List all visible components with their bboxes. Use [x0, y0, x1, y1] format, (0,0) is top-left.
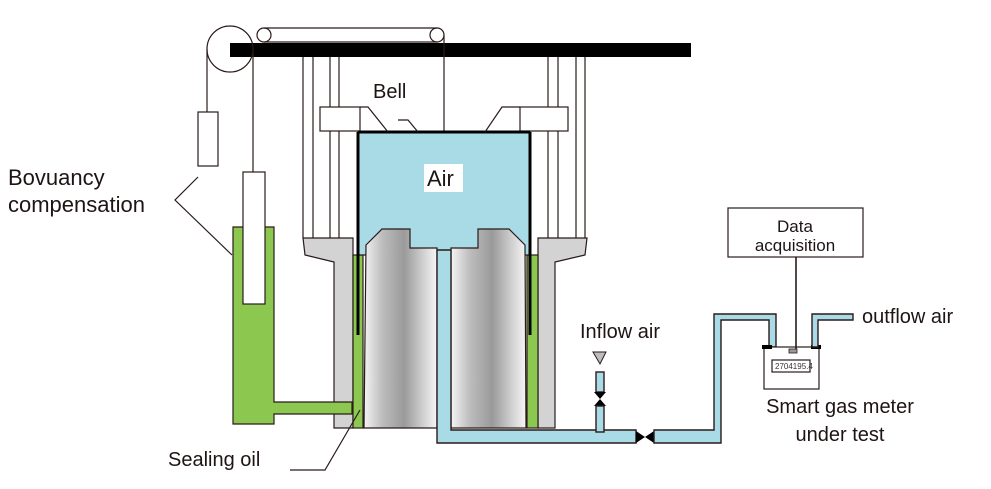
inner-cylinder-left [363, 228, 438, 429]
meter-inlet-port [762, 345, 772, 349]
top-beam [230, 43, 691, 57]
label-data-acq-1: Data [777, 217, 813, 236]
label-meter-1: Smart gas meter [766, 396, 914, 418]
sealing-oil-leader [290, 409, 361, 471]
inner-cylinder-right [450, 228, 527, 429]
right-guide-frame [519, 57, 586, 238]
small-pulley-right [429, 27, 445, 43]
buoyancy-leader [174, 176, 233, 256]
air-label-bg [424, 164, 463, 192]
label-data-acq-2: acquisition [755, 236, 835, 255]
label-inflow-air: Inflow air [580, 321, 660, 343]
small-pulley [256, 27, 272, 43]
counterweight [197, 111, 219, 167]
inflow-arrow-icon [592, 351, 607, 366]
air-pipe-main [436, 249, 637, 444]
meter-signal-port [788, 348, 798, 354]
sealing-oil-right [526, 254, 539, 429]
meter-display-value: 2704195.4 [775, 362, 813, 371]
bell-arm-right [484, 106, 520, 133]
label-bell: Bell [373, 81, 406, 103]
meter-display [771, 359, 811, 373]
label-sealing-oil: Sealing oil [168, 449, 260, 471]
inflow-valve-bottom[interactable] [594, 399, 606, 406]
main-valve-right[interactable] [645, 431, 654, 443]
tank-wall-left [302, 237, 354, 429]
inflow-pipe-upper [595, 371, 605, 393]
inflow-valve-top[interactable] [594, 392, 606, 399]
bell-arm-left [360, 106, 389, 133]
label-buoyancy-2: compensation [8, 192, 145, 217]
label-outflow-air: outflow air [862, 306, 953, 328]
left-guide-frame [302, 57, 361, 238]
pipe-to-meter [653, 313, 777, 444]
label-meter-2: under test [796, 424, 885, 446]
inflow-pipe-lower [595, 405, 605, 433]
label-buoyancy-1: Bovuancy [8, 165, 105, 190]
label-air: Air [427, 166, 454, 191]
outflow-pipe [811, 313, 854, 348]
main-valve-left[interactable] [636, 431, 645, 443]
bell-leader [398, 119, 419, 133]
compensation-float [242, 171, 266, 305]
